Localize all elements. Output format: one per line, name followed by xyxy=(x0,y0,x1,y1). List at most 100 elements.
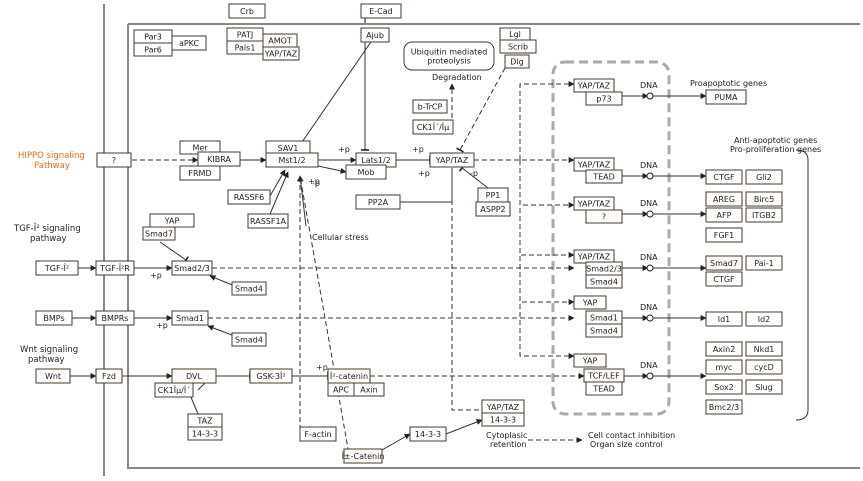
phospho-label-2: +p xyxy=(308,177,320,186)
node-aspp2-label: ASPP2 xyxy=(480,205,505,214)
node-id2: Id2 xyxy=(745,311,783,327)
node-nkd1-label: Nkd1 xyxy=(754,345,775,354)
node-p1433-b: 14-3-3 xyxy=(409,426,447,442)
node-id2-label: Id2 xyxy=(758,315,771,324)
node-n-tcflef: TCF/LEF xyxy=(583,368,625,383)
node-patj-label: PATJ xyxy=(237,31,253,40)
node-mer: Mer xyxy=(179,140,221,155)
node-itgb2-label: ITGB2 xyxy=(752,211,776,220)
node-n-p73: p73 xyxy=(585,91,623,106)
node-axin: Axin xyxy=(353,382,385,397)
node-n-tcflef-label: TCF/LEF xyxy=(587,372,620,381)
node-slug-label: Slug xyxy=(755,383,772,392)
node-mob: Mob xyxy=(345,164,387,180)
node-n-smad4b-label: Smad4 xyxy=(590,327,618,336)
node-puma-label: PUMA xyxy=(714,93,738,102)
node-tgfbr-label: TGF-Î²R xyxy=(99,262,130,273)
node-mob-label: Mob xyxy=(358,168,375,177)
phospho-label-4: -p xyxy=(312,179,320,188)
node-yaptaz-main: YAP/TAZ xyxy=(429,152,475,168)
node-bcat: Î²-catenin xyxy=(327,368,371,384)
node-lgl-label: Lgl xyxy=(509,30,521,39)
node-mst-label: Mst1/2 xyxy=(278,156,305,165)
node-yaptaz-amot-label: YAP/TAZ xyxy=(264,50,298,59)
node-axin2: Axin2 xyxy=(705,341,743,357)
tgf-pathway-line2: pathway xyxy=(30,234,67,244)
node-n-yaptaz2-label: YAP/TAZ xyxy=(577,161,611,170)
wnt-pathway-line2: pathway xyxy=(28,355,65,365)
node-amot: AMOT xyxy=(262,33,298,48)
node-p1433-c-label: 14-3-3 xyxy=(490,416,516,425)
hippo-label-line1: HIPPO signaling xyxy=(18,151,85,161)
node-pp2a: PP2A xyxy=(355,194,401,210)
node-tgfb: TGF-Î² xyxy=(35,260,79,276)
wnt-pathway-line1: Wnt signaling xyxy=(20,345,78,355)
node-bmps: BMPs xyxy=(35,310,73,326)
edges xyxy=(70,35,707,461)
node-pai1-label: Pai-1 xyxy=(754,259,774,268)
node-ck1-b: CK1Îµ/Î´ xyxy=(154,382,194,398)
node-yap-smad7-label: YAP xyxy=(164,217,180,226)
node-n-smad23-label: Smad2/3 xyxy=(586,265,622,274)
node-ck1-b-label: CK1Îµ/Î´ xyxy=(158,384,190,395)
node-kibra-label: KIBRA xyxy=(207,155,231,164)
node-nkd1: Nkd1 xyxy=(745,341,783,357)
node-slug: Slug xyxy=(745,379,783,395)
node-p1433-c: 14-3-3 xyxy=(481,412,525,427)
node-n-yap1-label: YAP xyxy=(582,299,598,308)
node-apc-label: APC xyxy=(333,386,349,395)
node-n-yaptaz1-label: YAP/TAZ xyxy=(577,82,611,91)
cytoplasmic-label-2: retention xyxy=(490,440,527,449)
node-ctgf-a: CTGF xyxy=(705,169,743,185)
node-factin: F-actin xyxy=(299,426,337,442)
node-smad1-label: Smad1 xyxy=(176,314,204,323)
node-yaptaz-cyto-label: YAP/TAZ xyxy=(486,403,520,412)
node-pai1: Pai-1 xyxy=(745,255,783,271)
node-n-tead2: TEAD xyxy=(585,381,623,396)
node-pp2a-label: PP2A xyxy=(368,198,389,207)
phospho-label-9: +p xyxy=(316,363,328,372)
node-lgl: Lgl xyxy=(499,27,531,41)
node-dlg-label: Dlg xyxy=(510,58,523,67)
node-myc-label: myc xyxy=(716,363,733,372)
node-factin-label: F-actin xyxy=(304,430,331,439)
node-axin2-label: Axin2 xyxy=(713,345,736,354)
node-fzd: Fzd xyxy=(95,368,123,384)
node-cycd-label: cycD xyxy=(754,363,774,372)
node-apc: APC xyxy=(327,382,355,397)
node-p1433-a-label: 14-3-3 xyxy=(192,430,218,439)
cell-inner-membrane xyxy=(127,23,860,469)
node-btrcp: b-TrCP xyxy=(412,99,448,114)
node-rassf6: RASSF6 xyxy=(227,189,271,205)
node-fgf1: FGF1 xyxy=(705,227,743,243)
node-n-tead2-label: TEAD xyxy=(592,385,615,394)
node-pals1: Pals1 xyxy=(226,40,264,55)
cytoplasmic-label-1: Cytoplasic xyxy=(486,431,527,440)
cellular-stress-label: Cellular stress xyxy=(312,233,369,242)
node-par6: Par6 xyxy=(133,42,173,57)
node-n-yap2: YAP xyxy=(573,353,607,368)
node-id1: Id1 xyxy=(705,311,743,327)
phospho-label-8: +p xyxy=(156,321,168,330)
node-fgf1-label: FGF1 xyxy=(714,231,735,240)
node-yaptaz-cyto: YAP/TAZ xyxy=(481,399,525,415)
node-taz-label: TAZ xyxy=(196,417,213,426)
node-smad4-b: Smad4 xyxy=(231,332,267,347)
node-puma: PUMA xyxy=(705,89,747,105)
node-smad7-b-label: Smad7 xyxy=(710,259,738,268)
node-n-smad4a-label: Smad4 xyxy=(590,278,618,287)
node-par3-label: Par3 xyxy=(144,33,162,42)
node-n-tead1: TEAD xyxy=(585,169,623,184)
node-yap-smad7: YAP xyxy=(149,213,195,228)
node-smad7-a: Smad7 xyxy=(142,226,176,241)
node-yaptaz-main-label: YAP/TAZ xyxy=(435,156,469,165)
node-dvl: DVL xyxy=(171,368,217,384)
organ-size-label: Organ size control xyxy=(590,440,663,449)
node-pals1-label: Pals1 xyxy=(235,44,256,53)
node-ctgf-a-label: CTGF xyxy=(713,173,735,182)
node-par3: Par3 xyxy=(133,29,173,44)
node-smad4-a: Smad4 xyxy=(231,281,267,296)
dna-label-3: DNA xyxy=(640,199,658,208)
